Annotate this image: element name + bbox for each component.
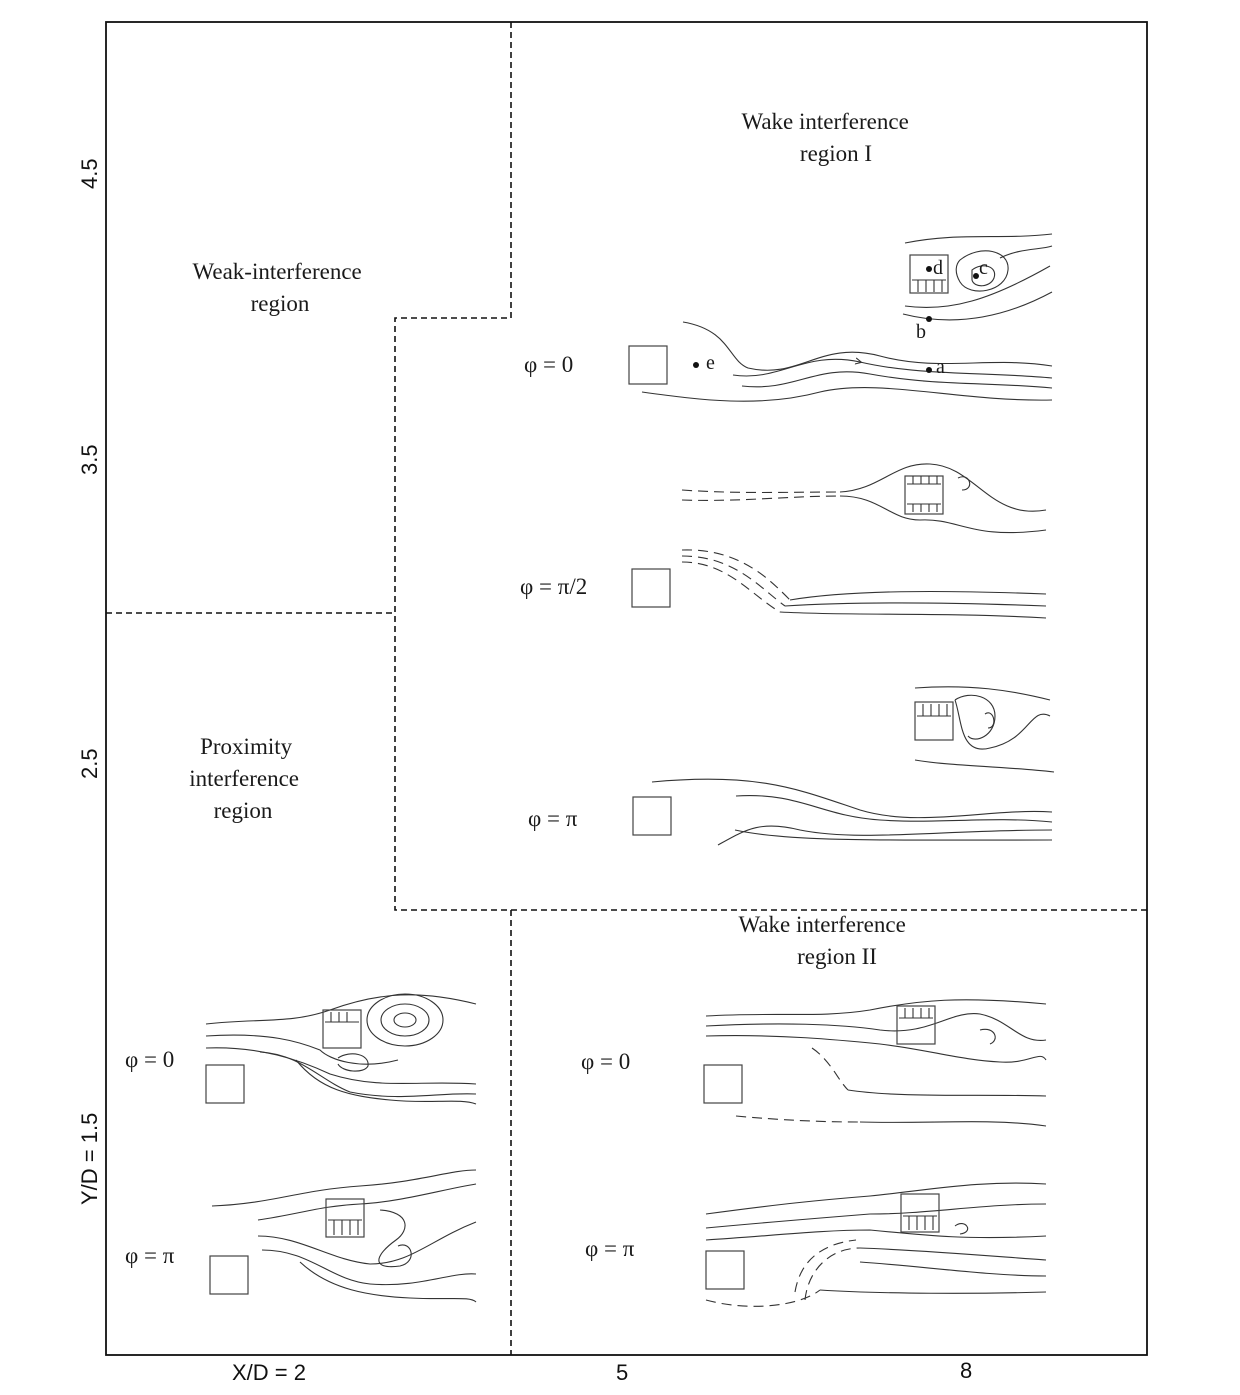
phase-label-p-top: φ = 0 — [125, 1047, 174, 1072]
downstream-cylinder-prox-phi0 — [322, 1009, 362, 1049]
point-d-dot — [926, 266, 932, 272]
phase-label-w1-bot: φ = π — [528, 806, 578, 831]
point-c-dot — [973, 273, 979, 279]
x-axis-label: X/D = 2 — [232, 1360, 306, 1385]
upstream-cylinder — [205, 1064, 245, 1104]
phase-label-p-bot: φ = π — [125, 1243, 175, 1268]
upstream-cylinder — [628, 345, 668, 385]
x-tick-8: 8 — [960, 1358, 972, 1383]
downstream-cylinder-prox-phipi — [325, 1198, 365, 1238]
upstream-cylinder — [703, 1064, 743, 1104]
shear-lines-prox-phi0 — [325, 1012, 359, 1023]
downstream-cylinder-w1-phipi — [914, 701, 954, 741]
y-tick-2-5: 2.5 — [77, 748, 102, 779]
point-b-label: b — [916, 321, 926, 343]
streamlines-w1-phipi — [651, 686, 1055, 846]
shear-lines-w1-phi0 — [912, 279, 946, 292]
x-tick-5: 5 — [616, 1360, 628, 1385]
point-d-label: d — [933, 257, 943, 279]
phase-label-w1-top: φ = 0 — [524, 352, 573, 377]
downstream-cylinder-w2-phipi — [900, 1193, 940, 1233]
y-tick-3-5: 3.5 — [77, 444, 102, 475]
point-a-label: a — [936, 356, 945, 378]
streamlines-w1-phi0 — [641, 233, 1053, 402]
upstream-cylinder — [209, 1255, 249, 1295]
phase-label-w2-top: φ = 0 — [581, 1049, 630, 1074]
shear-lines-w1-phihalf — [907, 476, 941, 512]
upstream-cylinder — [631, 568, 671, 608]
point-b-dot — [926, 316, 932, 322]
point-c-label: c — [979, 257, 988, 279]
point-a-dot — [926, 367, 932, 373]
region-wake1-label: Wake interference region I — [741, 109, 914, 166]
upstream-cylinder — [705, 1250, 745, 1290]
upstream-cylinder — [632, 796, 672, 836]
streamlines-prox-phipi — [211, 1169, 477, 1303]
phase-label-w2-bot: φ = π — [585, 1236, 635, 1261]
plot-frame — [105, 21, 1148, 1356]
shear-lines-w1-phipi — [917, 704, 951, 717]
streamlines-w2-phi0 — [705, 999, 1047, 1127]
y-axis-label: Y/D = 1.5 — [77, 1113, 102, 1205]
region-proximity-label: Proximity interference region — [189, 734, 305, 823]
point-e-dot — [693, 362, 699, 368]
shear-lines-w2-phi0 — [899, 1008, 933, 1019]
region-weak-label: Weak-interference region — [193, 259, 368, 316]
shear-lines-w2-phipi — [903, 1215, 937, 1230]
downstream-cylinder-w1-phihalf — [904, 475, 944, 515]
y-tick-4-5: 4.5 — [77, 158, 102, 189]
region-wake2-label: Wake interference region II — [738, 912, 911, 969]
downstream-cylinder-w1-phi0 — [909, 254, 949, 294]
downstream-cylinder-w2-phi0 — [896, 1005, 936, 1045]
point-e-label: e — [706, 352, 715, 374]
divider-weak-wake — [394, 22, 1147, 911]
phase-label-w1-mid: φ = π/2 — [520, 574, 587, 599]
streamlines-w1-phihalf — [681, 463, 1047, 619]
streamlines-w2-phipi — [705, 1182, 1047, 1307]
marker-points: a b c d e — [693, 257, 988, 378]
shear-lines-prox-phipi — [328, 1219, 362, 1235]
